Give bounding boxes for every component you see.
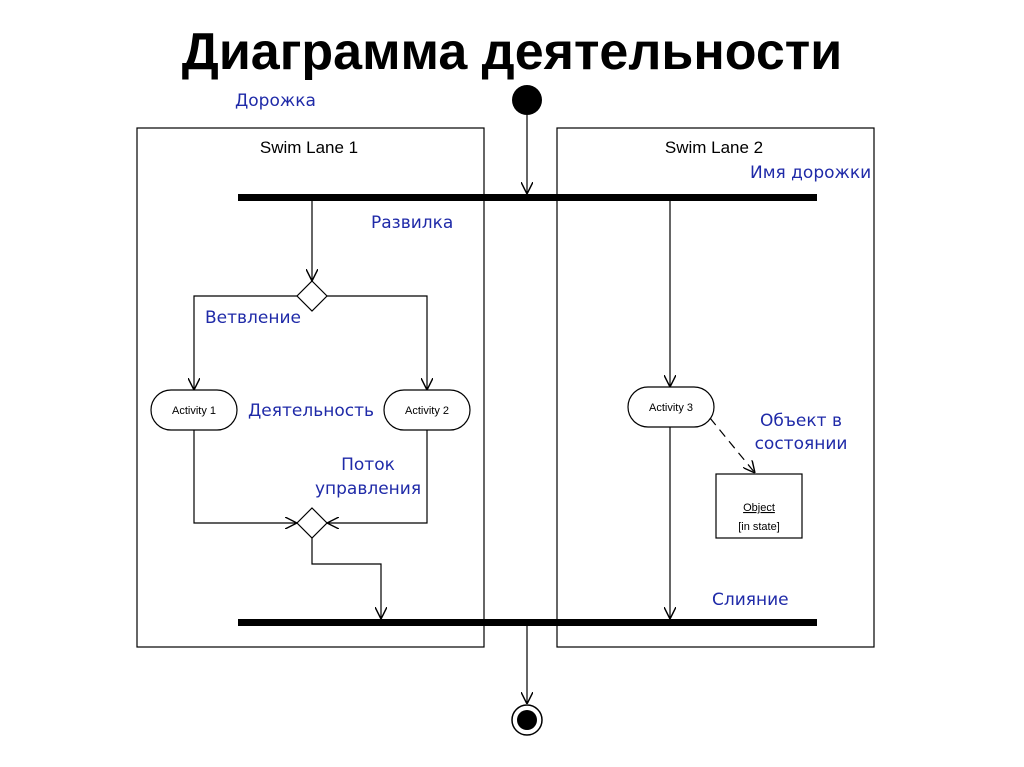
annotation-lane: Дорожка bbox=[235, 91, 316, 111]
flow-activity-2-to-merge bbox=[327, 430, 428, 523]
annotation-flow-line1: Поток bbox=[341, 455, 395, 475]
swim-lane-1 bbox=[136, 127, 485, 648]
object-name: Object bbox=[743, 502, 775, 514]
object-node bbox=[715, 473, 803, 539]
final-node-dot bbox=[517, 710, 537, 730]
fork-bar bbox=[238, 194, 817, 201]
activity-2-label: Activity 2 bbox=[405, 405, 449, 417]
object-state: [in state] bbox=[738, 521, 780, 533]
annotation-activity: Деятельность bbox=[248, 401, 374, 421]
annotation-object-line1: Объект в bbox=[760, 411, 842, 431]
annotation-flow-line2: управления bbox=[315, 479, 421, 499]
flow-merge-to-join bbox=[311, 538, 381, 619]
swim-lane-1-label: Swim Lane 1 bbox=[260, 138, 358, 157]
join-bar bbox=[238, 619, 817, 626]
annotation-object-line2: состоянии bbox=[755, 434, 848, 454]
annotation-branch: Ветвление bbox=[205, 308, 301, 328]
flow-branch-to-activity-2 bbox=[327, 295, 427, 390]
flow-activity-1-to-merge bbox=[193, 430, 297, 523]
annotation-lane-name: Имя дорожки bbox=[750, 163, 871, 183]
annotation-fork: Развилка bbox=[371, 213, 453, 233]
branch-diamond bbox=[296, 280, 328, 312]
merge-diamond bbox=[296, 507, 328, 539]
flow-branch-to-activity-1 bbox=[194, 295, 297, 390]
initial-node bbox=[512, 85, 542, 115]
object-flow-dashed bbox=[709, 417, 755, 473]
activity-1-label: Activity 1 bbox=[172, 405, 216, 417]
page-title: Диаграмма деятельности bbox=[181, 23, 843, 81]
swim-lane-2 bbox=[556, 127, 875, 648]
activity-3-node bbox=[627, 386, 715, 428]
swim-lane-2-label: Swim Lane 2 bbox=[665, 138, 763, 157]
activity-3-label: Activity 3 bbox=[649, 402, 693, 414]
annotation-merge: Слияние bbox=[712, 590, 789, 610]
